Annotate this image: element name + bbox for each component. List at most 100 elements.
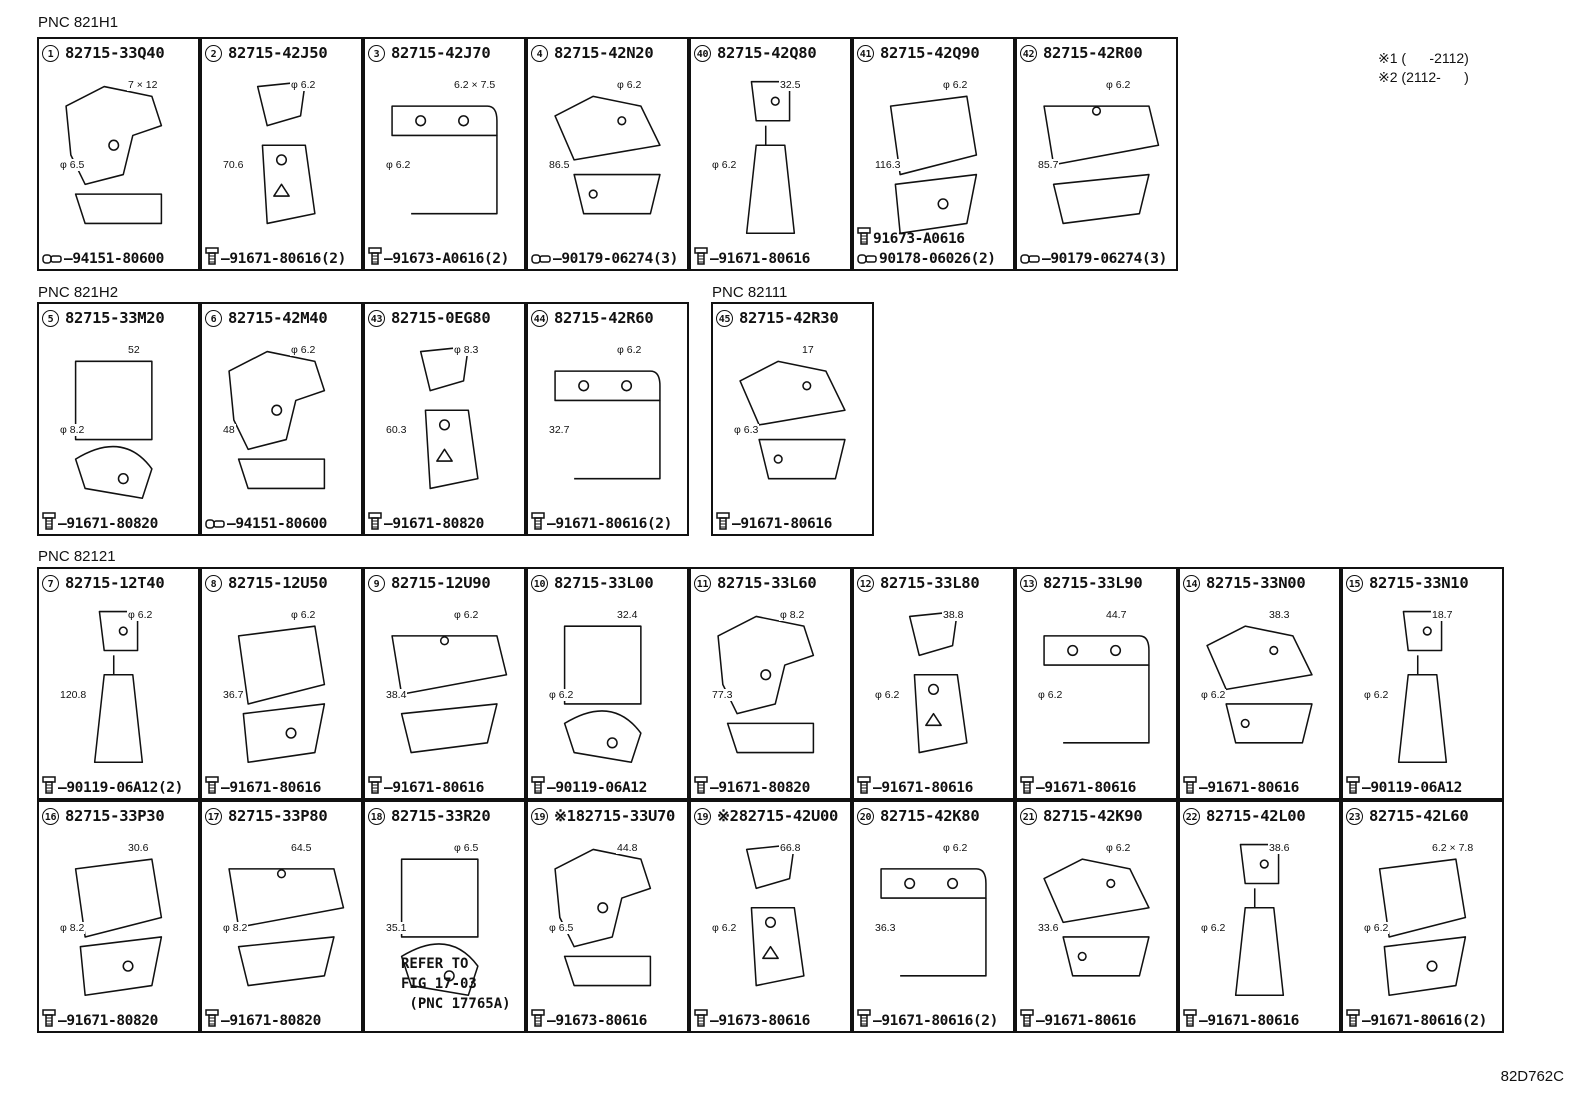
diagram-code: 82D762C — [1500, 1068, 1564, 1085]
bracket-drawing — [699, 597, 842, 772]
bracket-drawing — [536, 830, 679, 1005]
dimension-label: φ 6.2 — [1037, 689, 1064, 701]
part-number: 82715-33M20 — [65, 309, 165, 327]
bracket-drawing — [862, 830, 1005, 1005]
dimension-label: φ 8.2 — [59, 922, 86, 934]
fastener-line: —91671-80616 — [1020, 1009, 1136, 1029]
bracket-drawing — [210, 67, 353, 243]
section-label-82111: PNC 82111 — [712, 284, 788, 301]
fastener-line: —91671-80820 — [368, 512, 484, 532]
ref-number-badge: 16 — [42, 808, 59, 825]
fastener-line: —91671-80616 — [368, 776, 484, 796]
note-2: ※2 (2112- ) — [1378, 69, 1469, 85]
ref-number-badge: 6 — [205, 310, 222, 327]
ref-number-badge: 40 — [694, 45, 711, 62]
dimension-label: 66.8 — [779, 842, 802, 854]
dimension-label: φ 6.2 — [874, 689, 901, 701]
dimension-label: 32.4 — [616, 609, 639, 621]
refer-to-fig-note: REFER TO FIG 17-03 (PNC 17765A) — [401, 956, 511, 1012]
bracket-drawing — [373, 597, 516, 772]
dimension-label: 64.5 — [290, 842, 313, 854]
dimension-label: φ 6.5 — [548, 922, 575, 934]
dimension-label: φ 6.2 — [1200, 689, 1227, 701]
fastener-number: 90119-06A12 — [1370, 780, 1462, 796]
dimension-label: φ 6.3 — [733, 424, 760, 436]
ref-number-badge: 3 — [368, 45, 385, 62]
dimension-label: 32.5 — [779, 79, 802, 91]
bracket-drawing — [862, 67, 1005, 243]
fastener-line: —91671-80820 — [694, 776, 810, 796]
ref-number-badge: 5 — [42, 310, 59, 327]
bracket-drawing — [373, 830, 516, 1005]
fastener-line: —91671-80616 — [694, 247, 810, 267]
dimension-label: 38.8 — [942, 609, 965, 621]
fastener-number: 91671-80616 — [1044, 1013, 1136, 1029]
fastener-line: —91673-80616 — [531, 1009, 647, 1029]
bracket-drawing — [699, 830, 842, 1005]
fastener-number: 91671-80616(2) — [1370, 1013, 1487, 1029]
part-number: 82715-42J50 — [228, 44, 328, 62]
fastener-line: —90119-06A12 — [1346, 776, 1462, 796]
bracket-drawing — [210, 830, 353, 1005]
dimension-label: φ 6.5 — [453, 842, 480, 854]
part-number: 82715-42K80 — [880, 807, 980, 825]
ref-number-badge: 1 — [42, 45, 59, 62]
section-label-82121: PNC 82121 — [38, 548, 116, 565]
part-number: 82715-33N10 — [1369, 574, 1469, 592]
fastener-line: —90179-06274(3) — [1020, 251, 1167, 267]
dimension-label: 44.8 — [616, 842, 639, 854]
fastener-number: 91671-80616(2) — [229, 251, 346, 267]
fastener-number: 94151-80600 — [72, 251, 164, 267]
dimension-label: φ 6.2 — [1105, 79, 1132, 91]
fastener-line: —91671-80820 — [42, 1009, 158, 1029]
fastener-line: —91671-80616 — [205, 776, 321, 796]
ref-number-badge: 14 — [1183, 575, 1200, 592]
dimension-label: φ 6.2 — [616, 79, 643, 91]
part-number: 82715-0EG80 — [391, 309, 491, 327]
dimension-label: 38.4 — [385, 689, 408, 701]
dimension-label: φ 6.2 — [290, 79, 317, 91]
fastener-line: —90119-06A12 — [531, 776, 647, 796]
part-number: 82715-33Q40 — [65, 44, 165, 62]
part-number: 82715-42J70 — [391, 44, 491, 62]
part-header: 1 82715-33Q40 — [42, 44, 165, 62]
bracket-drawing — [47, 332, 190, 508]
